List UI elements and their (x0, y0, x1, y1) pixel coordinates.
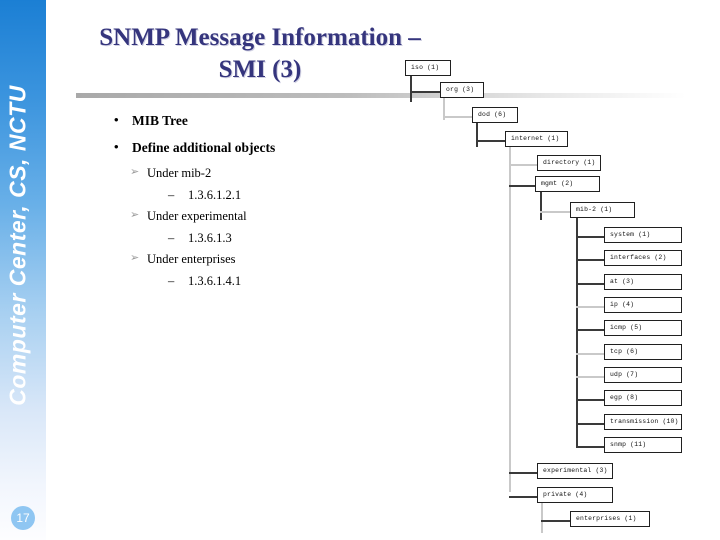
tree-node-tcp: tcp (6) (604, 344, 682, 360)
tree-node-snmp: snmp (11) (604, 437, 682, 453)
tree-connector (476, 140, 505, 142)
tree-connector (576, 259, 604, 261)
bullet-item-level2: ➢ Under experimental (130, 210, 398, 223)
tree-node-system: system (1) (604, 227, 682, 243)
bullet-dash-icon: – (168, 273, 175, 288)
tree-connector (509, 185, 535, 187)
tree-connector (540, 211, 570, 213)
tree-node-egp: egp (8) (604, 390, 682, 406)
tree-node-private: private (4) (537, 487, 613, 503)
tree-node-label: iso (1) (411, 63, 440, 71)
bullet-arrow-icon: ➢ (130, 209, 140, 221)
tree-connector (443, 116, 472, 118)
bullet-dot-icon: • (114, 138, 119, 154)
tree-node-label: org (3) (446, 85, 475, 93)
tree-node-directory: directory (1) (537, 155, 601, 171)
tree-connector (576, 423, 604, 425)
tree-connector (509, 147, 511, 492)
bullet-dash-icon: – (168, 187, 175, 202)
bullet-arrow-icon: ➢ (130, 166, 140, 178)
tree-connector (576, 306, 604, 308)
bullet-item-level1: • MIB Tree (108, 112, 398, 128)
tree-node-label: directory (1) (543, 158, 596, 166)
bullet-item-level3: –1.3.6.1.3 (168, 230, 398, 245)
tree-node-label: private (4) (543, 490, 588, 498)
tree-connector (443, 98, 445, 120)
tree-connector (476, 123, 478, 147)
tree-node-transmission: transmission (10) (604, 414, 682, 430)
tree-connector (509, 164, 537, 166)
tree-node-ip: ip (4) (604, 297, 682, 313)
tree-node-at: at (3) (604, 274, 682, 290)
tree-connector (541, 503, 543, 533)
bullet-item-level1: • Define additional objects (108, 138, 398, 155)
page-number-badge: 17 (11, 506, 35, 530)
tree-node-label: system (1) (610, 230, 651, 238)
tree-connector (509, 496, 537, 498)
bullet-dot-icon: • (114, 112, 119, 127)
tree-connector (576, 236, 604, 238)
bullet-text: MIB Tree (132, 113, 188, 128)
bullet-item-level3: –1.3.6.1.2.1 (168, 187, 398, 202)
title-line-2: SMI (3) (218, 56, 302, 83)
tree-node-label: egp (8) (610, 393, 639, 401)
tree-node-label: enterprises (1) (576, 514, 637, 522)
tree-node-label: icmp (5) (610, 323, 643, 331)
tree-connector (576, 376, 604, 378)
tree-node-label: snmp (11) (610, 440, 647, 448)
tree-node-label: internet (1) (511, 134, 560, 142)
tree-node-label: transmission (10) (610, 417, 679, 425)
tree-node-org: org (3) (440, 82, 484, 98)
tree-node-udp: udp (7) (604, 367, 682, 383)
tree-connector (576, 283, 604, 285)
bullet-text: Under mib-2 (147, 166, 212, 180)
tree-node-label: interfaces (2) (610, 253, 667, 261)
tree-node-label: ip (4) (610, 300, 635, 308)
tree-node-experimental: experimental (3) (537, 463, 613, 479)
bullet-text: Under enterprises (147, 252, 236, 266)
tree-connector (576, 329, 604, 331)
tree-node-label: tcp (6) (610, 347, 639, 355)
bullet-item-level2: ➢ Under mib-2 (130, 167, 398, 180)
bullet-list: • MIB Tree • Define additional objects ➢ Unde… (108, 112, 398, 296)
bullet-text: Define additional objects (132, 139, 276, 155)
bullet-text: Under experimental (147, 209, 247, 223)
bullet-text: 1.3.6.1.3 (188, 230, 232, 245)
tree-connector (410, 76, 412, 102)
page-title: SNMP Message Information – SMI (3) (60, 22, 460, 86)
tree-node-label: dod (6) (478, 110, 507, 118)
tree-node-icmp: icmp (5) (604, 320, 682, 336)
bullet-text: 1.3.6.1.4.1 (188, 273, 242, 288)
tree-node-iso: iso (1) (405, 60, 451, 76)
title-line-1: SNMP Message Information – (99, 24, 421, 51)
tree-node-label: mib-2 (1) (576, 205, 613, 213)
tree-node-interfaces: interfaces (2) (604, 250, 682, 266)
tree-node-label: experimental (3) (543, 466, 608, 474)
tree-node-enterprises: enterprises (1) (570, 511, 650, 527)
tree-connector (576, 353, 604, 355)
tree-connector (540, 192, 542, 220)
tree-node-mib2: mib-2 (1) (570, 202, 635, 218)
title-divider (76, 93, 686, 98)
tree-connector (410, 91, 440, 93)
tree-node-label: udp (7) (610, 370, 639, 378)
tree-node-internet: internet (1) (505, 131, 568, 147)
sidebar: Computer Center, CS, NCTU 17 (0, 0, 46, 540)
tree-connector (509, 472, 537, 474)
tree-connector (576, 399, 604, 401)
tree-connector (576, 218, 578, 446)
bullet-dash-icon: – (168, 230, 175, 245)
tree-node-mgmt: mgmt (2) (535, 176, 600, 192)
tree-node-label: at (3) (610, 277, 635, 285)
bullet-text: 1.3.6.1.2.1 (188, 187, 242, 202)
tree-node-label: mgmt (2) (541, 179, 574, 187)
tree-connector (576, 446, 604, 448)
tree-connector (541, 520, 571, 522)
bullet-item-level2: ➢ Under enterprises (130, 253, 398, 266)
bullet-arrow-icon: ➢ (130, 252, 140, 264)
bullet-item-level3: –1.3.6.1.4.1 (168, 273, 398, 288)
tree-node-dod: dod (6) (472, 107, 518, 123)
